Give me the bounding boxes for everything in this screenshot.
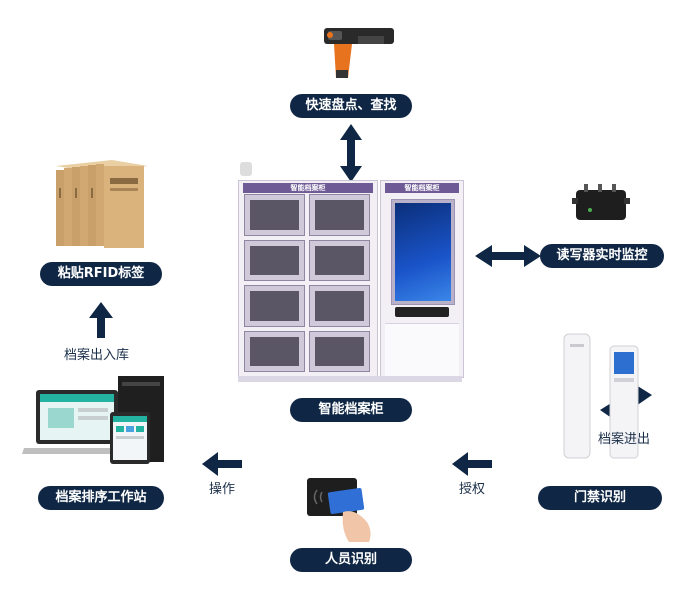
workstation-computers-icon	[22, 376, 164, 464]
authorize-left-arrow	[452, 452, 492, 476]
cabinet-reader-arrow	[475, 245, 541, 267]
label-personnel-identification: 人员识别	[290, 548, 412, 572]
label-smart-cabinet: 智能档案柜	[290, 398, 412, 422]
drawer	[309, 285, 370, 327]
label-door-access: 门禁识别	[538, 486, 662, 510]
operate-left-arrow	[202, 452, 242, 476]
drawer	[309, 330, 370, 372]
label-reader-monitoring: 读写器实时监控	[540, 244, 664, 268]
files-up-arrow	[89, 302, 113, 338]
label-operate: 操作	[209, 482, 236, 497]
camera-icon	[240, 162, 252, 176]
access-gate-icon	[563, 333, 639, 459]
drawer	[244, 239, 305, 281]
label-authorize: 授权	[459, 482, 486, 497]
label-archive-entry-exit: 档案进出	[598, 432, 651, 447]
drawer	[309, 239, 370, 281]
drawer	[244, 330, 305, 372]
scanner-cabinet-arrow	[340, 124, 362, 182]
label-archive-in-out: 档案出入库	[64, 348, 130, 363]
cabinet-right-header: 智能档案柜	[385, 183, 459, 193]
cabinet-touchscreen	[395, 203, 451, 301]
drawer	[309, 194, 370, 236]
cabinet-right-base	[385, 323, 459, 376]
drawer	[244, 285, 305, 327]
cabinet-drawer-grid	[244, 194, 370, 372]
label-sorting-workstation: 档案排序工作站	[38, 486, 164, 510]
card-reader-hand-icon	[307, 478, 371, 542]
cabinet-screen-frame	[391, 199, 455, 305]
archive-boxes-icon	[56, 160, 148, 248]
rfid-handheld-scanner-icon	[324, 28, 394, 78]
label-quick-inventory: 快速盘点、查找	[290, 94, 412, 118]
label-rfid-tagging: 粘贴RFID标签	[40, 262, 162, 286]
drawer	[244, 194, 305, 236]
cabinet-left-header: 智能档案柜	[243, 183, 373, 193]
card-reader-slot	[395, 307, 449, 317]
cabinet-base	[238, 376, 462, 382]
rfid-reader-device-icon	[572, 184, 630, 220]
cabinet-right-unit: 智能档案柜	[380, 180, 464, 378]
